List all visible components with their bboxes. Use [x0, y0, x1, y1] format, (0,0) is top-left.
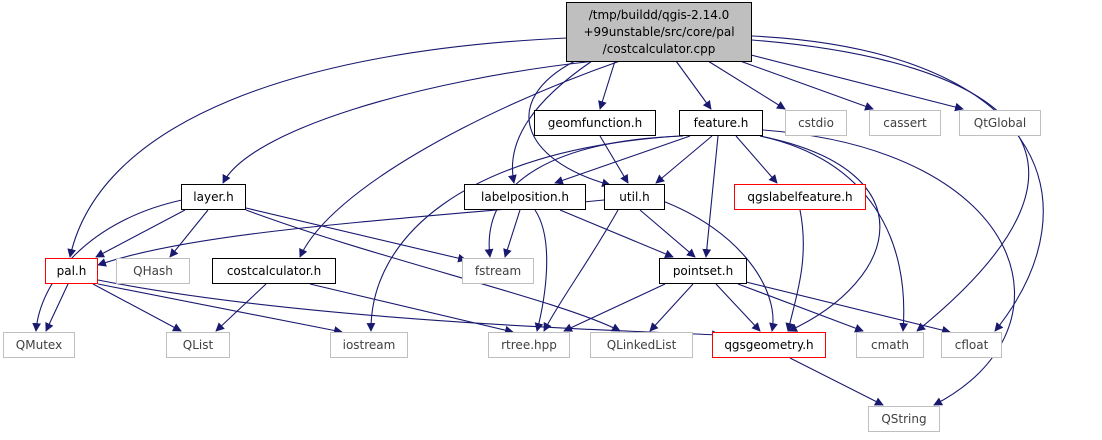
node-qhash[interactable]: QHash [116, 258, 190, 284]
node-costcalculator-h[interactable]: costcalculator.h [212, 258, 336, 284]
edge-pal-qmutex [45, 283, 69, 332]
node-pal-h[interactable]: pal.h [45, 258, 98, 284]
edge-pal-qlist [92, 283, 182, 332]
node-layer-h[interactable]: layer.h [181, 184, 246, 210]
node-cassert[interactable]: cassert [869, 110, 941, 136]
edge-feature-qgslabelfeature [735, 135, 778, 184]
edge-feature-labelposition [554, 135, 691, 185]
node-costcalculator-cpp: /tmp/buildd/qgis-2.14.0 +99unstable/src/… [566, 2, 752, 62]
edge-root-cassert [739, 60, 874, 111]
edge-layer-pal [95, 209, 186, 258]
root-line-3: /costcalculator.cpp [602, 41, 716, 56]
edge-root-cfloat [751, 35, 1044, 332]
edge-layer-fstream [245, 207, 467, 263]
edge-pointset-qlinkedlist [649, 283, 694, 332]
node-fstream[interactable]: fstream [462, 258, 534, 284]
edge-qgslabelfeature-qgsgeometry [785, 209, 804, 332]
edge-feature-iostream [366, 135, 681, 332]
node-iostream[interactable]: iostream [330, 332, 408, 358]
edge-util-rtree [543, 209, 619, 332]
edge-feature-qgsgeometry [759, 135, 881, 332]
edge-labelposition-fstream [503, 209, 521, 258]
root-line-1: /tmp/buildd/qgis-2.14.0 [588, 7, 730, 22]
edge-root-layer [222, 60, 596, 184]
edge-layer-qhash [169, 209, 209, 258]
edge-pointset-cfloat [745, 281, 951, 335]
node-pointset-h[interactable]: pointset.h [659, 258, 747, 284]
edge-feature-qstring [762, 129, 1016, 406]
edge-feature-cmath [759, 135, 908, 332]
node-qstring[interactable]: QString [868, 406, 940, 432]
edge-util-qgsgeometry [659, 199, 778, 332]
node-feature-h[interactable]: feature.h [679, 110, 763, 136]
edge-qgsgeometry-qstring [789, 357, 884, 406]
node-qgsgeometry-h[interactable]: qgsgeometry.h [712, 332, 826, 358]
node-util-h[interactable]: util.h [604, 184, 665, 210]
root-line-2: +99unstable/src/core/pal [583, 24, 735, 39]
node-cmath[interactable]: cmath [856, 332, 924, 358]
node-labelposition-h[interactable]: labelposition.h [464, 184, 586, 210]
node-qlinkedlist[interactable]: QLinkedList [590, 332, 693, 358]
edge-pointset-qgsgeometry [715, 283, 761, 332]
node-cstdio[interactable]: cstdio [785, 110, 847, 136]
edge-feature-pointset [702, 135, 719, 258]
edge-root-qtglobal [750, 54, 964, 112]
edge-root-costcalculator [299, 60, 621, 258]
edge-labelposition-pointset [559, 209, 674, 259]
edge-root-pal [67, 37, 568, 258]
edge-util-pointset [639, 209, 696, 258]
node-qlist[interactable]: QList [166, 332, 230, 358]
edge-layer-qmutex [32, 199, 183, 332]
edge-root-cstdio [707, 60, 786, 110]
node-qgslabelfeature-h[interactable]: qgslabelfeature.h [734, 184, 866, 210]
edge-layer-qlinkedlist [245, 209, 621, 332]
node-qmutex[interactable]: QMutex [3, 332, 75, 358]
node-cfloat[interactable]: cfloat [941, 332, 1002, 358]
edge-labelposition-rtree [534, 209, 548, 332]
edge-pointset-rtree [563, 283, 666, 332]
edge-costcalculator-qlist [215, 283, 267, 332]
node-geomfunction-h[interactable]: geomfunction.h [534, 110, 656, 136]
edge-pointset-cmath [737, 283, 864, 333]
edge-root-geomfunction [598, 60, 616, 110]
node-qtglobal[interactable]: QtGlobal [959, 110, 1041, 136]
edge-pal-iostream [97, 283, 343, 335]
edge-feature-util [655, 135, 713, 184]
edge-costcalculator-rtree [309, 283, 514, 335]
node-rtree-hpp[interactable]: rtree.hpp [488, 332, 570, 358]
edge-root-feature [675, 60, 712, 110]
